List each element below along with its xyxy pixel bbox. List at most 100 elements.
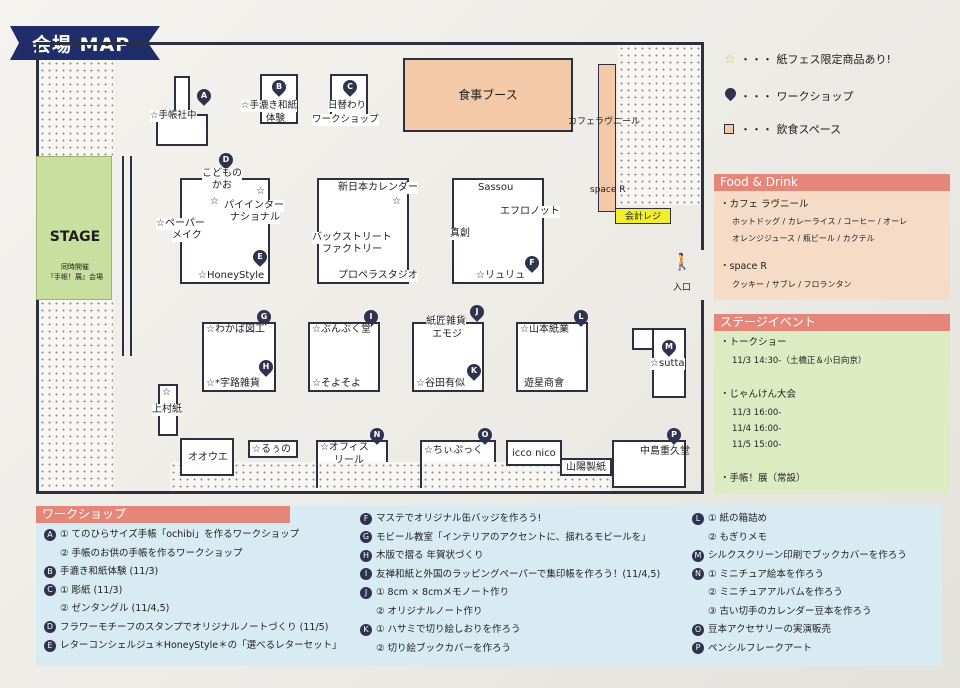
workshop-item-text: レターコンシェルジュ＊HoneyStyle＊の「選べるレターセット」	[60, 640, 342, 651]
booth-label-tesuki: ☆手漉き和紙	[241, 100, 298, 112]
workshop-pin-b: B	[269, 77, 289, 97]
workshop-pin-n: N	[367, 425, 387, 445]
workshop-item-text: モビール教室「インテリアのアクセントに、揺れるモビールを」	[376, 531, 651, 543]
workshop-pin-k: K	[464, 361, 484, 381]
workshop-item: ② 切り絵ブックカバーを作ろう	[360, 642, 511, 656]
star-icon: ☆	[392, 196, 401, 208]
booth-sutta-wing	[632, 328, 654, 350]
legend-square-text: ・・・ 飲食スペース	[740, 123, 842, 136]
workshop-pin-icon: A	[44, 528, 56, 541]
booth-sanyo: 山陽製紙	[560, 458, 612, 476]
workshop-pin-icon	[722, 85, 739, 102]
booth-label-yamamoto: ☆山本紙業	[520, 324, 569, 336]
food-booth: 食事ブース	[403, 58, 573, 132]
food-drink-panel	[714, 174, 950, 300]
venue-wall-right-upper	[701, 42, 704, 250]
booth-label-icco: icco nico	[512, 448, 556, 459]
workshop-item-text: ① ミニチュア絵本を作ろう	[708, 568, 824, 580]
stage-janken-3: 11/5 15:00-	[732, 440, 782, 450]
pin-letter: J	[475, 307, 479, 316]
divider-line	[130, 156, 132, 356]
pin-letter: I	[369, 312, 373, 321]
pin-letter: K	[470, 366, 478, 375]
booth-wall	[316, 440, 318, 488]
workshop-item: ② ミニチュアアルバムを作ろう	[692, 586, 843, 600]
booth-label-office: ☆オフィス	[320, 442, 369, 453]
entrance-label: 入口	[672, 283, 691, 293]
food-square-icon	[724, 124, 734, 134]
booth-label-shinnihon: 新日本カレンダー	[338, 182, 418, 194]
workshop-item-text: ① ハサミで切り絵しおりを作ろう	[376, 624, 521, 635]
stage-janken-2: 11/4 16:00-	[732, 424, 782, 434]
booth-label-higawari-2: ワークショップ	[312, 114, 379, 126]
booth-label-jiro: ☆*字路雑貨	[206, 378, 260, 390]
map-title: 会場 MAP	[32, 34, 131, 56]
stage-sub-label: 『手帳！展』会場	[47, 273, 103, 281]
booth-nakajima	[612, 440, 686, 488]
booth-oouie: オオウエ	[180, 438, 234, 476]
booth-techosha	[174, 76, 190, 116]
workshop-pin-d: D	[216, 150, 236, 170]
workshop-pin-a: A	[194, 86, 214, 106]
workshop-panel	[36, 506, 942, 666]
pin-letter: H	[262, 362, 270, 371]
booth-island-2	[317, 178, 409, 284]
workshop-pin-c: C	[340, 77, 360, 97]
register-box: 会計レジ	[615, 208, 671, 224]
workshop-pin-icon: E	[44, 639, 56, 652]
workshop-pin-icon: C	[44, 584, 56, 596]
space-r-label: space R	[590, 185, 626, 195]
booth-label-prope: プロペラスタジオ	[338, 270, 418, 282]
workshop-item: N ① ミニチュア絵本を作ろう	[692, 568, 824, 582]
stage-area: STAGE 同時開催 『手帳！展』会場	[36, 156, 112, 300]
stage-label: STAGE	[49, 229, 101, 245]
food-space-title: ・space R	[720, 261, 767, 272]
pin-letter: F	[529, 258, 535, 267]
workshop-pin-icon: N	[692, 568, 704, 580]
workshop-pin-icon: D	[44, 621, 56, 633]
booth-label-paper: ☆ペーパー	[156, 218, 205, 230]
workshop-item-text: フラワーモチーフのスタンプでオリジナルノートづくり (11/5)	[60, 621, 329, 633]
star-icon: ☆	[210, 196, 219, 208]
booth-label-backstreet: バックストリート	[312, 232, 392, 244]
booth-label-kodomo-2: かお	[212, 180, 232, 192]
workshop-pin-o: O	[475, 425, 495, 445]
dotted-floor	[170, 462, 610, 491]
pin-letter: D	[222, 155, 230, 164]
booth-label-chipukku: ☆ちぃぷっく	[424, 445, 483, 456]
food-cafe-items-2: オレンジジュース / 瓶ビール / カクテル	[732, 234, 875, 243]
workshop-item-text: ② ゼンタングル (11/4,5)	[60, 603, 170, 614]
booth-runo: ☆るぅの	[248, 440, 298, 458]
dotted-floor	[39, 60, 113, 156]
booth-label-sassou: Sassou	[478, 182, 514, 194]
booth-label-ryuryu: ☆リュリュ	[476, 270, 525, 282]
pin-letter: C	[347, 82, 353, 91]
stage-tencho: ・手帳！展（常設）	[720, 473, 806, 484]
pin-letter: P	[671, 430, 677, 439]
workshop-item: ② もぎりメモ	[692, 531, 767, 545]
star-icon: ☆	[650, 358, 659, 369]
booth-label-pineapple-2: ナショナル	[230, 212, 280, 224]
workshop-item-text: 木版で摺る 年賀状づくり	[376, 550, 484, 561]
venue-wall-right-lower	[701, 300, 704, 494]
dotted-floor	[39, 300, 113, 491]
booth-label-shisho: 紙匠雑貨	[426, 316, 466, 328]
workshop-item-text: 豆本アクセサリーの実演販売	[708, 624, 832, 635]
workshop-item-text: ① 彫紙 (11/3)	[60, 584, 123, 596]
stage-talk-time: 11/3 14:30-（土橋正＆小日向京）	[732, 356, 867, 366]
booth-label-yusei: 遊星商會	[524, 378, 564, 390]
workshop-item-text: ② 切り絵ブックカバーを作ろう	[376, 642, 512, 654]
booth-icco: icco nico	[506, 440, 562, 466]
walking-person-icon: 🚶	[672, 252, 692, 271]
cafe-label: カフェラヴニール	[568, 117, 641, 127]
booth-label-shisho-2: エモジ	[432, 329, 462, 341]
booth-label-wakaba: ☆わかば図工	[206, 324, 265, 336]
booth-label-runo: ☆るぅの	[252, 444, 291, 455]
booth-label-honey: ☆HoneyStyle	[198, 270, 265, 282]
